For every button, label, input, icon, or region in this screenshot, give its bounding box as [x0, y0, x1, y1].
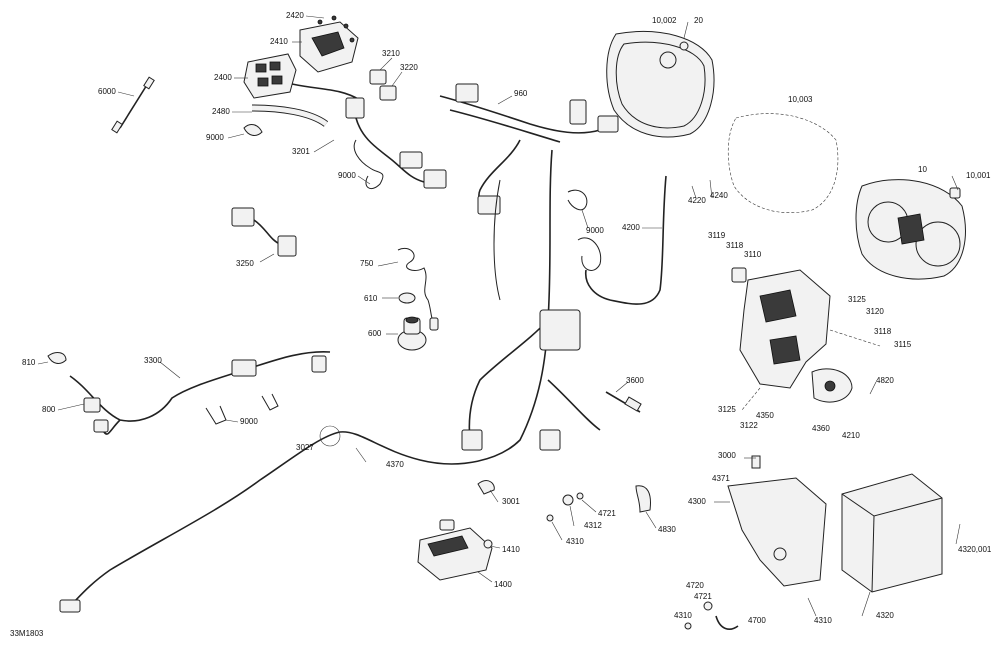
callout-3118-a: 3118 [726, 241, 744, 250]
gauge-cluster-10 [855, 179, 966, 280]
callout-10: 10 [918, 165, 927, 174]
callout-10002: 10,002 [652, 16, 677, 25]
switch-pack-2400 [243, 53, 361, 101]
callout-9000-c: 9000 [586, 226, 604, 235]
callout-4310-c: 4310 [814, 616, 832, 625]
callout-1400: 1400 [494, 580, 512, 589]
callout-3250: 3250 [236, 259, 254, 268]
callout-3210: 3210 [382, 49, 400, 58]
callout-4220: 4220 [688, 196, 706, 205]
bracket-assembly-4350 [731, 267, 881, 411]
callout-3119: 3119 [708, 231, 726, 240]
harness-3300 [47, 351, 331, 435]
callout-2400: 2400 [214, 73, 232, 82]
cable-4200 [585, 175, 667, 305]
lens-10003 [727, 113, 839, 213]
callout-4370: 3000 [718, 451, 736, 460]
callout-3110: 3110 [744, 250, 762, 259]
callout-4371: 4371 [712, 474, 730, 483]
callout-10003: 10,003 [788, 95, 813, 104]
callout-960: 960 [514, 89, 528, 98]
clips-9000 [567, 189, 602, 271]
callout-3001: 3001 [502, 497, 520, 506]
callout-3125-b: 3125 [718, 405, 736, 414]
callout-3000: 4370 [386, 460, 404, 469]
connector-3210-3220 [345, 69, 447, 189]
callout-4350: 4350 [756, 411, 774, 420]
callout-10001: 10,001 [966, 171, 991, 180]
callout-4200: 4200 [622, 223, 640, 232]
bezel-10002 [606, 31, 715, 138]
leader-lines [37, 15, 961, 617]
callout-3201: 3201 [292, 147, 310, 156]
callout-3220: 3220 [400, 63, 418, 72]
callout-9000-b: 9000 [338, 171, 356, 180]
harness-3000 [59, 149, 601, 613]
callout-9000-d: 9000 [240, 417, 258, 426]
connector-3250 [231, 207, 297, 257]
callout-3027: 3027 [296, 443, 314, 452]
callout-4830: 4830 [658, 525, 676, 534]
callout-3125-a: 3125 [848, 295, 866, 304]
callout-1410: 1410 [502, 545, 520, 554]
harness-960 [439, 83, 619, 215]
callout-750: 750 [360, 259, 374, 268]
bracket-4300 [727, 455, 827, 587]
callout-4820: 4820 [876, 376, 894, 385]
rod-6000 [111, 76, 155, 134]
callout-3118-b: 3118 [874, 327, 892, 336]
callout-4720: 4720 [686, 581, 704, 590]
callout-4300: 4300 [688, 497, 706, 506]
callout-4700: 4700 [748, 616, 766, 625]
callout-4310-b: 4310 [674, 611, 692, 620]
callout-2420: 2420 [286, 11, 304, 20]
coil-750 [397, 248, 439, 331]
tube-2480 [243, 104, 329, 136]
callout-3300: 3300 [144, 356, 162, 365]
callout-2410: 2410 [270, 37, 288, 46]
switch-housing-2410 [299, 15, 359, 73]
callout-4310-a: 4310 [566, 537, 584, 546]
module-1400 [417, 519, 493, 581]
callout-3120: 3120 [866, 307, 884, 316]
callout-4320: 4320 [876, 611, 894, 620]
callout-3115: 3115 [894, 340, 912, 349]
figure-code: 33M1803 [10, 629, 44, 638]
sensor-3600 [605, 391, 642, 413]
key-switch-600 [397, 292, 427, 351]
callout-20: 20 [694, 16, 703, 25]
callout-4721-b: 4721 [694, 592, 712, 601]
callout-600: 600 [368, 329, 382, 338]
callout-4312: 4312 [584, 521, 602, 530]
callout-4360: 4360 [812, 424, 830, 433]
callout-3122: 3122 [740, 421, 758, 430]
cable-4700 [684, 601, 739, 630]
ecu-4320 [841, 473, 943, 593]
callout-4210: 4210 [842, 431, 860, 440]
callout-4240: 4240 [710, 191, 728, 200]
callout-2480: 2480 [212, 107, 230, 116]
callout-6000: 6000 [98, 87, 116, 96]
callout-810: 810 [22, 358, 36, 367]
callout-610: 610 [364, 294, 378, 303]
callout-4320001: 4320,001 [958, 545, 992, 554]
callout-3600: 3600 [626, 376, 644, 385]
callout-4721-a: 4721 [598, 509, 616, 518]
callout-800: 800 [42, 405, 56, 414]
callout-9000-a: 9000 [206, 133, 224, 142]
